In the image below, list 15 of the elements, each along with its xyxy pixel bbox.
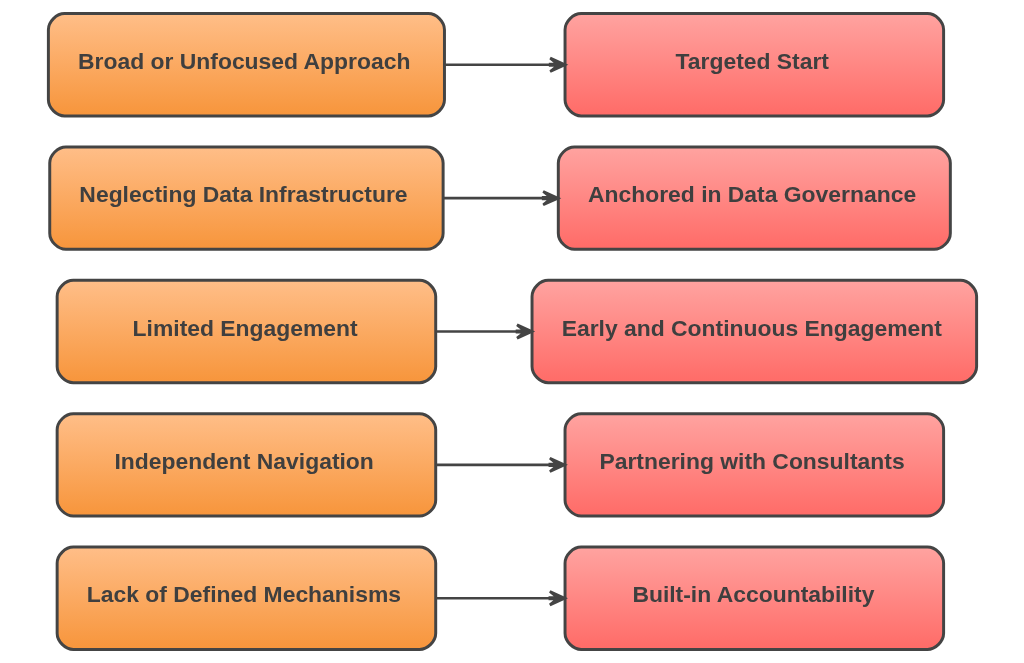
node-box: Targeted Start: [563, 12, 945, 118]
node-box: Independent Navigation: [55, 412, 437, 518]
arrow: [435, 590, 566, 607]
node-box: Broad or Unfocused Approach: [46, 12, 446, 118]
arrow: [435, 323, 533, 340]
arrow: [435, 456, 566, 473]
node-box: Lack of Defined Mechanisms: [55, 545, 437, 651]
node-box: Neglecting Data Infrastructure: [47, 145, 445, 251]
node-box: Partnering with Consultants: [563, 412, 945, 518]
node-box: Limited Engagement: [55, 278, 437, 385]
node-box: Built-in Accountability: [563, 545, 945, 651]
arrow: [444, 56, 566, 73]
arrow: [442, 190, 559, 207]
node-box: Early and Continuous Engagement: [530, 278, 978, 385]
node-box: Anchored in Data Governance: [556, 145, 952, 251]
